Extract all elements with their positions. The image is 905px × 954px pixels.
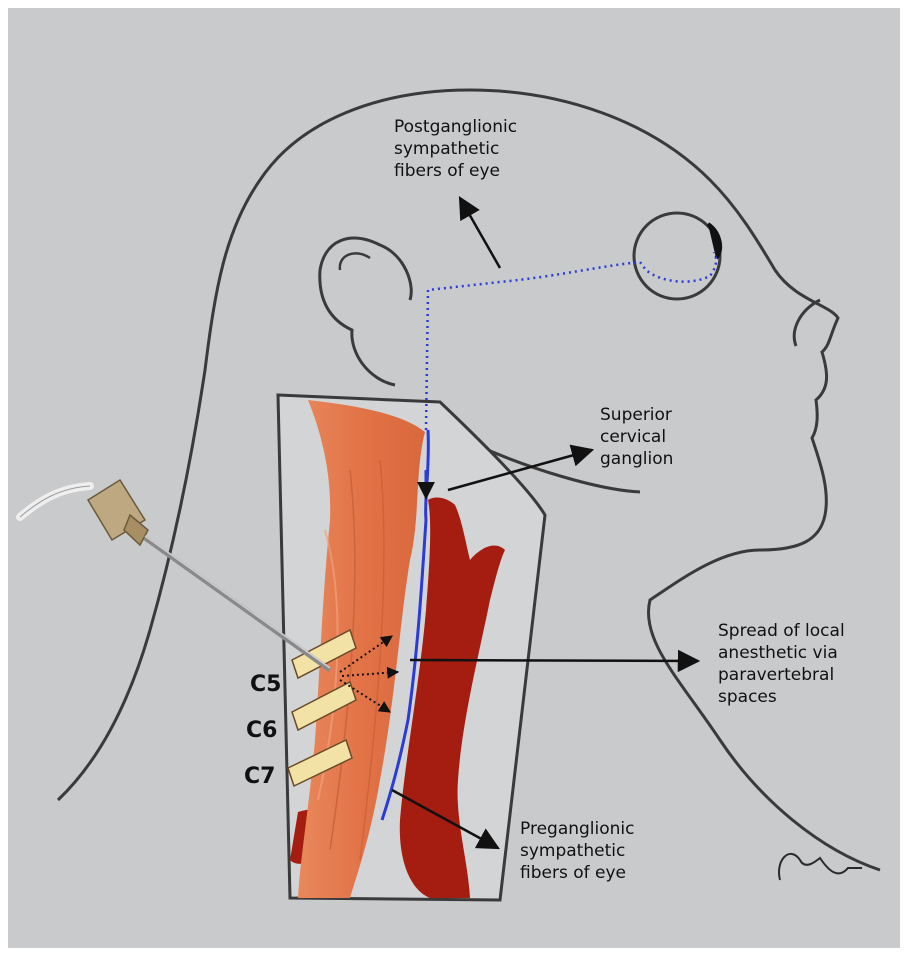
label-preganglionic-line: sympathetic <box>520 840 635 862</box>
label-preganglionic-line: fibers of eye <box>520 862 635 884</box>
vertebra-label-c5: C5 <box>250 672 281 697</box>
label-postganglionic-line: sympathetic <box>394 138 517 160</box>
label-preganglionic-line: Preganglionic <box>520 818 635 840</box>
label-postganglionic: Postganglionic sympathetic fibers of eye <box>394 116 517 182</box>
label-superior-cervical: Superior cervical ganglion <box>600 404 673 470</box>
label-superior-cervical-line: cervical <box>600 426 673 448</box>
label-postganglionic-line: fibers of eye <box>394 160 517 182</box>
spread-arrow <box>410 660 698 661</box>
vertebra-label-c7: C7 <box>244 764 275 789</box>
label-superior-cervical-line: Superior <box>600 404 673 426</box>
label-spread-line: Spread of local <box>718 620 845 642</box>
label-spread-line: spaces <box>718 686 845 708</box>
label-spread-line: anesthetic via <box>718 642 845 664</box>
label-postganglionic-line: Postganglionic <box>394 116 517 138</box>
label-preganglionic: Preganglionic sympathetic fibers of eye <box>520 818 635 884</box>
vertebra-label-c6: C6 <box>246 718 277 743</box>
label-spread: Spread of local anesthetic via paraverte… <box>718 620 845 708</box>
label-superior-cervical-line: ganglion <box>600 448 673 470</box>
label-spread-line: paravertebral <box>718 664 845 686</box>
